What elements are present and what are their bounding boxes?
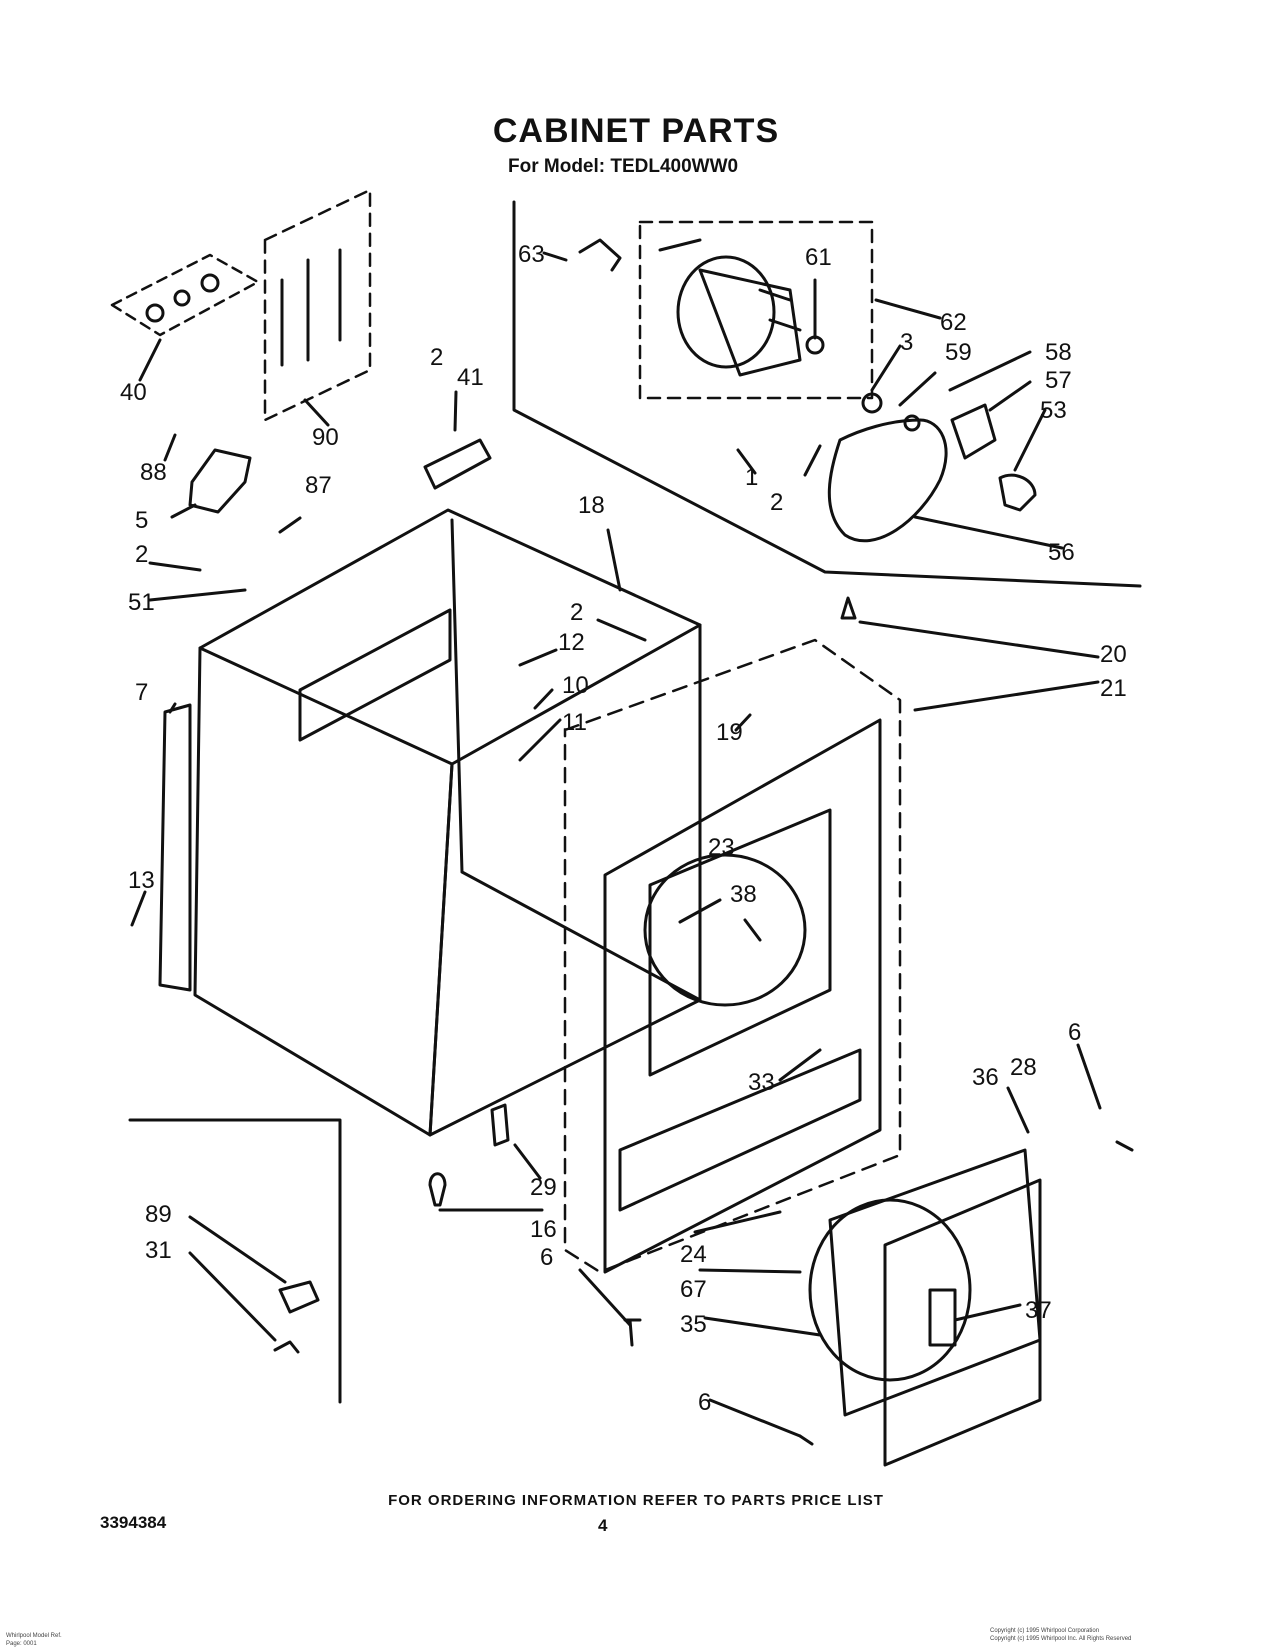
callout-19: 19: [716, 719, 743, 746]
fine-print-left-line2: Page: 0001: [6, 1641, 37, 1647]
callout-37: 37: [1025, 1297, 1052, 1324]
document-number: 3394384: [100, 1513, 167, 1532]
front-panel-drawing: [603, 718, 882, 1274]
motor-dashed-box: [638, 220, 874, 400]
callout-59: 59: [945, 339, 972, 366]
callout-40: 40: [120, 379, 147, 406]
callout-35: 35: [680, 1311, 707, 1338]
callout-38: 38: [730, 881, 757, 908]
knob-dashed-box: [110, 253, 260, 337]
motor-drawing: [578, 238, 825, 377]
callout-89: 89: [145, 1201, 172, 1228]
terminal-dashed-box: [263, 188, 372, 422]
fine-print-left: Whirlpool Model Ref. Page: 0001: [6, 1632, 62, 1648]
callout-58: 58: [1045, 339, 1072, 366]
callout-6c: 6: [698, 1389, 711, 1416]
callout-16: 16: [530, 1216, 557, 1243]
callout-29: 29: [530, 1174, 557, 1201]
callout-36: 36: [972, 1064, 999, 1091]
callout-5: 5: [135, 507, 148, 534]
callout-56: 56: [1048, 539, 1075, 566]
callout-6b: 6: [540, 1244, 553, 1271]
ordering-note: FOR ORDERING INFORMATION REFER TO PARTS …: [388, 1492, 884, 1509]
callout-67: 67: [680, 1276, 707, 1303]
page-title: CABINET PARTS: [492, 112, 780, 150]
cabinet-drawing: [193, 508, 702, 1137]
callout-3: 3: [900, 329, 913, 356]
callout-2c: 2: [135, 541, 148, 568]
callout-87: 87: [305, 472, 332, 499]
callout-90: 90: [312, 424, 339, 451]
callout-18: 18: [578, 492, 605, 519]
callout-41: 41: [457, 364, 484, 391]
callout-88: 88: [140, 459, 167, 486]
callout-62: 62: [940, 309, 967, 336]
callout-10: 10: [562, 672, 589, 699]
fine-print-right: Copyright (c) 1995 Whirlpool Corporation…: [990, 1627, 1131, 1643]
callout-23: 23: [708, 834, 735, 861]
callout-6: 6: [1068, 1019, 1081, 1046]
callout-53: 53: [1040, 397, 1067, 424]
door-drawing: [808, 1148, 1042, 1467]
model-subtitle: For Model: TEDL400WW0: [508, 156, 739, 177]
callout-57: 57: [1045, 367, 1072, 394]
callout-51: 51: [128, 589, 155, 616]
side-panel-7: [158, 703, 192, 992]
belt-drawing: [827, 418, 948, 543]
fine-print-left-line1: Whirlpool Model Ref.: [6, 1633, 62, 1639]
callout-7: 7: [135, 679, 148, 706]
callout-12: 12: [558, 629, 585, 656]
motor-section-border: [512, 200, 1142, 588]
callout-28: 28: [1010, 1054, 1037, 1081]
page-number: 4: [598, 1516, 608, 1535]
callout-2: 2: [770, 489, 783, 516]
front-panel-dashed: [563, 638, 902, 1274]
callout-24: 24: [680, 1241, 707, 1268]
callout-11: 11: [562, 709, 587, 736]
callout-21: 21: [1100, 675, 1127, 702]
callout-labels: 63 61 62 3 59 58 57 53 56 1 2 40 90 2 41…: [120, 241, 1127, 1416]
callout-20: 20: [1100, 641, 1127, 668]
callout-13: 13: [128, 867, 155, 894]
callout-31: 31: [145, 1237, 172, 1264]
callout-61: 61: [805, 244, 832, 271]
callout-2d: 2: [570, 599, 583, 626]
fine-print-right-line1: Copyright (c) 1995 Whirlpool Corporation: [990, 1628, 1100, 1634]
fine-print-right-line2: Copyright (c) 1995 Whirlpool Inc. All Ri…: [990, 1636, 1132, 1642]
callout-2b: 2: [430, 344, 443, 371]
callout-33: 33: [748, 1069, 775, 1096]
callout-1: 1: [745, 464, 758, 491]
callout-63: 63: [518, 241, 545, 268]
